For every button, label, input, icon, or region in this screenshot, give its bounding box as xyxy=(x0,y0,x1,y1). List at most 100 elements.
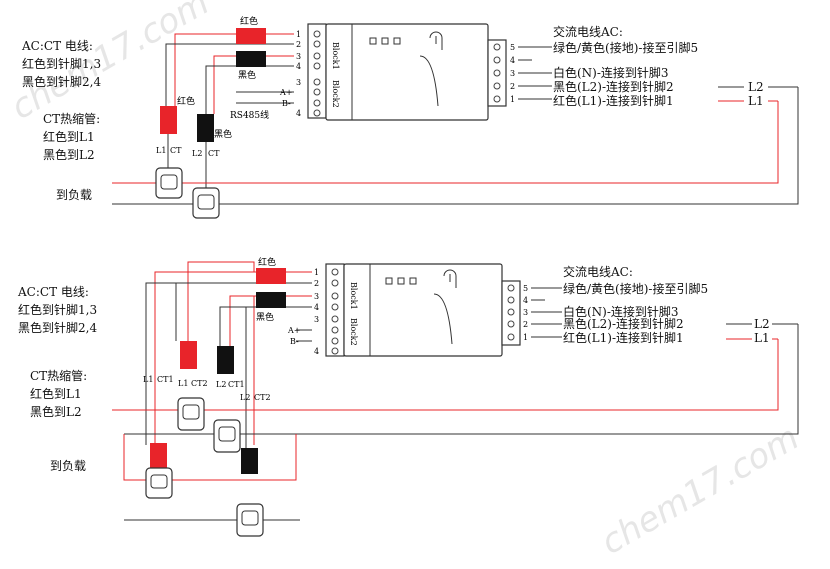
bottom-ct-ct2b: CT2 xyxy=(254,393,271,402)
bottom-ct-ct2a: CT2 xyxy=(191,379,208,388)
top-sleeve-red xyxy=(236,28,266,44)
bottom-pin-b4: 4 xyxy=(314,347,319,356)
top-wire-red-label: 红色 xyxy=(240,15,258,27)
top-pin-l4: 4 xyxy=(296,62,301,71)
top-ct-icon xyxy=(419,31,443,107)
top-ac-title: 交流电线AC: xyxy=(553,24,623,39)
bottom-right-leads xyxy=(531,287,562,338)
watermark-bottom-right: chem17.com xyxy=(595,418,806,563)
top-pin-l3: 3 xyxy=(296,52,301,61)
top-ct2-l-label: L2 xyxy=(192,149,202,158)
bottom-ac-line3: 白色(N)-连接到针脚3 xyxy=(563,304,679,319)
top-legend-ct-red: 红色到L1 xyxy=(43,129,95,144)
top-ct1-l-label: L1 xyxy=(156,146,166,155)
bottom-ac-line5: 绿色/黄色(接地)-接至引脚5 xyxy=(563,281,708,296)
bottom-ct-l1b: L1 xyxy=(178,379,188,388)
top-load-l2 xyxy=(112,87,799,205)
bottom-wire-ct1b-black xyxy=(219,306,246,346)
top-wire-black-label: 黑色 xyxy=(238,69,256,81)
top-pin-r1: 1 xyxy=(510,95,515,104)
top-tag-black: 黑色 xyxy=(214,128,232,140)
bottom-wire-ct2-red xyxy=(187,261,255,341)
top-pin-l2: 2 xyxy=(296,40,301,49)
top-diagram: AC:CT 电线: 红色到针脚1,3 黑色到针脚2,4 CT热缩管: 红色到L1… xyxy=(21,15,799,219)
bottom-wire-ct1b-red xyxy=(229,295,254,346)
bottom-ct-clamp-3 xyxy=(145,467,173,499)
top-ct1-sleeve xyxy=(160,106,177,134)
top-legend-ct-title: CT热缩管: xyxy=(43,111,100,126)
top-pin-b3: 3 xyxy=(296,78,301,87)
bottom-ct-ct1a: CT1 xyxy=(157,375,174,384)
bottom-legend-ct-red: 红色到L1 xyxy=(30,386,82,401)
bottom-block1-label: Block1 xyxy=(349,282,358,310)
bottom-pin-r5: 5 xyxy=(523,284,528,293)
top-pin-r3: 3 xyxy=(510,69,515,78)
bottom-pin-r3: 3 xyxy=(523,308,528,317)
top-pin-l1: 1 xyxy=(296,30,301,39)
top-rs485-label: RS485线 xyxy=(230,109,269,121)
top-status-leds xyxy=(369,37,401,45)
bottom-pin-l2: 2 xyxy=(314,279,319,288)
top-pin-b: B- xyxy=(282,99,291,108)
bottom-pin-a: A+ xyxy=(287,326,300,335)
bottom-ct2-sleeve-black xyxy=(241,448,258,474)
bottom-diagram: AC:CT 电线: 红色到针脚1,3 黑色到针脚2,4 CT热缩管: 红色到L1… xyxy=(17,256,799,537)
bottom-pin-b3: 3 xyxy=(314,315,319,324)
top-right-leads xyxy=(518,46,552,100)
top-sleeve-black xyxy=(236,51,266,67)
top-ct2-sleeve xyxy=(197,114,214,142)
top-l1-label: L1 xyxy=(748,94,764,108)
top-ac-line3: 白色(N)-连接到针脚3 xyxy=(553,65,669,80)
top-ac-line1: 红色(L1)-连接到针脚1 xyxy=(553,93,674,108)
top-legend-ct-black: 黑色到L2 xyxy=(43,148,95,162)
top-wire-pin1-red xyxy=(174,33,294,106)
bottom-load-l1-lower xyxy=(123,434,297,481)
bottom-legend-ac-red: 红色到针脚1,3 xyxy=(18,302,97,317)
bottom-legend-ct-black: 黑色到L2 xyxy=(30,405,82,419)
bottom-ct-clamp-2 xyxy=(213,419,241,453)
bottom-wire-rs485 xyxy=(296,329,312,342)
bottom-pin-b: B- xyxy=(290,337,299,346)
top-ct-leads xyxy=(167,134,207,188)
bottom-wire-pin4-black xyxy=(245,306,312,448)
bottom-sleeve-red xyxy=(256,268,286,284)
bottom-sleeve-black xyxy=(256,292,286,308)
top-block2-label: Block2 xyxy=(331,80,340,108)
top-legend-ac-title: AC:CT 电线: xyxy=(21,39,93,53)
bottom-l1-label: L1 xyxy=(754,331,770,345)
top-legend-ac-red: 红色到针脚1,3 xyxy=(22,56,101,71)
bottom-ac-line1: 红色(L1)-连接到针脚1 xyxy=(563,330,684,345)
bottom-l2-label: L2 xyxy=(754,317,770,331)
top-pin-b4: 4 xyxy=(296,109,301,118)
bottom-ct-icon xyxy=(433,269,457,345)
bottom-wire-red-label: 红色 xyxy=(258,256,276,268)
bottom-ac-title: 交流电线AC: xyxy=(563,264,633,279)
bottom-load-l2-upper xyxy=(124,324,799,435)
bottom-ct-clamp-4 xyxy=(236,503,264,537)
bottom-ct-l2a: L2 xyxy=(216,380,226,389)
top-ct1-ct-label: CT xyxy=(170,146,182,155)
top-load-label: 到负载 xyxy=(56,188,92,202)
top-ac-line2: 黑色(L2)-连接到针脚2 xyxy=(553,79,674,94)
bottom-wire-black-label: 黑色 xyxy=(256,311,274,323)
top-meter-body xyxy=(325,23,489,121)
bottom-ct-l2b: L2 xyxy=(240,393,250,402)
top-ct2-ct-label: CT xyxy=(208,149,220,158)
top-pin-r2: 2 xyxy=(510,82,515,91)
top-pin-r4: 4 xyxy=(510,56,515,65)
top-pin-a: A+ xyxy=(279,88,292,97)
bottom-wire-ct2-black xyxy=(175,282,246,341)
bottom-legend-ac-black: 黑色到针脚2,4 xyxy=(18,320,97,335)
bottom-ct-ct1b: CT1 xyxy=(228,380,245,389)
bottom-meter-body xyxy=(343,263,503,357)
bottom-ac-line2: 黑色(L2)-连接到针脚2 xyxy=(563,316,684,331)
bottom-ct1-sleeve-red xyxy=(150,443,167,469)
bottom-legend-ac-title: AC:CT 电线: xyxy=(17,285,89,299)
top-pin-r5: 5 xyxy=(510,43,515,52)
bottom-load-l1-upper xyxy=(112,339,779,411)
top-load-l1 xyxy=(112,101,779,184)
bottom-ct-clamp-1 xyxy=(177,397,205,431)
bottom-status-leds xyxy=(385,277,417,285)
bottom-pin-r2: 2 xyxy=(523,320,528,329)
